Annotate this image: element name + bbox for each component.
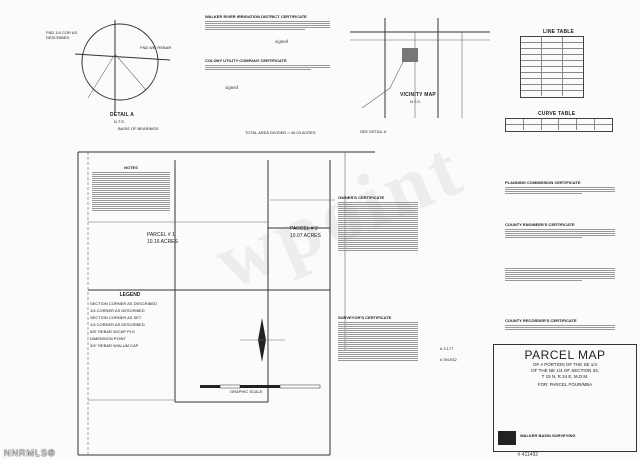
legend-item: DIMENSION POINT	[90, 336, 127, 341]
document-id: # 411492	[517, 452, 538, 458]
map-title: PARCEL MAP	[524, 348, 606, 362]
vicinity-map-scale: N.T.S.	[410, 99, 421, 104]
planning-commission-certificate: PLANNING COMMISSION CERTIFICATE	[505, 180, 615, 194]
line-table-title: LINE TABLE	[543, 29, 575, 35]
detail-a-scale: N.T.S.	[114, 119, 125, 124]
basis-of-bearings: BASIS OF BEARINGS	[118, 126, 159, 131]
detail-a-note: FND 1/4 COR AS DESCRIBED	[46, 30, 78, 40]
legend-item: 3/4" REBAR W/ALUM CAP	[90, 343, 139, 348]
parcel-2-area: 10.07 ACRES	[290, 233, 321, 239]
firm-name: WALKER BASIN SURVEYING	[520, 433, 576, 438]
detail-a-label: DETAIL A	[110, 112, 135, 118]
map-subtitle-1: OF A PORTION OF THE SE 1/4	[532, 362, 598, 367]
irrigation-certificate: WALKER RIVER IRRIGATION DISTRICT CERTIFI…	[205, 14, 330, 45]
see-detail-a: SEE DETAIL A	[360, 129, 387, 134]
parcel-2-label: PARCEL # 2	[290, 226, 318, 232]
book-number: # 3 177	[440, 346, 454, 351]
legend-item: SECTION CORNER AS SET	[90, 315, 142, 320]
curve-table-title: CURVE TABLE	[538, 111, 576, 117]
parcel-1-area: 10.16 ACRES	[147, 239, 178, 245]
curve-table	[505, 118, 613, 132]
prepared-for: FOR: PARCEL FOUR/MBA	[537, 382, 593, 387]
firm-logo-icon	[498, 431, 516, 445]
mls-watermark: NNRMLS®	[4, 448, 56, 458]
legend-item: 5/8" REBAR W/CAP PLS	[90, 329, 135, 334]
line-table	[520, 36, 584, 98]
title-block: PARCEL MAP OF A PORTION OF THE SE 1/4 OF…	[493, 344, 637, 452]
vicinity-map	[350, 18, 490, 118]
county-recorders-certificate: COUNTY RECORDER'S CERTIFICATE	[505, 318, 615, 330]
vicinity-map-title: VICINITY MAP	[400, 92, 436, 98]
map-subtitle-2: OF THE NE 1/4 OF SECTION 33,	[531, 368, 599, 373]
plat-drawing	[77, 151, 375, 456]
owners-certificate: OWNER'S CERTIFICATE	[338, 195, 418, 251]
surveyors-certificate: SURVEYOR'S CERTIFICATE	[338, 315, 418, 361]
parcel-1-label: PARCEL # 1	[147, 232, 175, 238]
doc-number: # 391932	[440, 357, 457, 362]
legend-item: SECTION CORNER AS DESCRIBED	[90, 301, 157, 306]
detail-a-drawing	[74, 20, 171, 112]
total-area: TOTAL AREA DIVIDED = 40.03 ACRES	[245, 130, 316, 135]
graphic-scale-label: GRAPHIC SCALE	[230, 389, 263, 394]
legend-item: 1/4 CORNER AS DESCRIBED	[90, 322, 145, 327]
map-subtitle-3: T 15 N, R 24 E, M.D.M.	[541, 374, 589, 379]
county-engineers-certificate: COUNTY ENGINEER'S CERTIFICATE	[505, 222, 615, 238]
recording-block: # 3 177 # 391932	[440, 346, 490, 362]
legend: LEGEND SECTION CORNER AS DESCRIBED 1/4 C…	[90, 292, 170, 348]
utility-certificate: COLONY UTILITY COMPANY CERTIFICATE signe…	[205, 58, 330, 91]
detail-a-note-right: FND 5/8" REBAR	[140, 45, 172, 50]
county-board-certificate	[505, 268, 615, 281]
notes-block: NOTES	[92, 165, 170, 211]
legend-item: 1/4 CORNER AS DESCRIBED	[90, 308, 145, 313]
